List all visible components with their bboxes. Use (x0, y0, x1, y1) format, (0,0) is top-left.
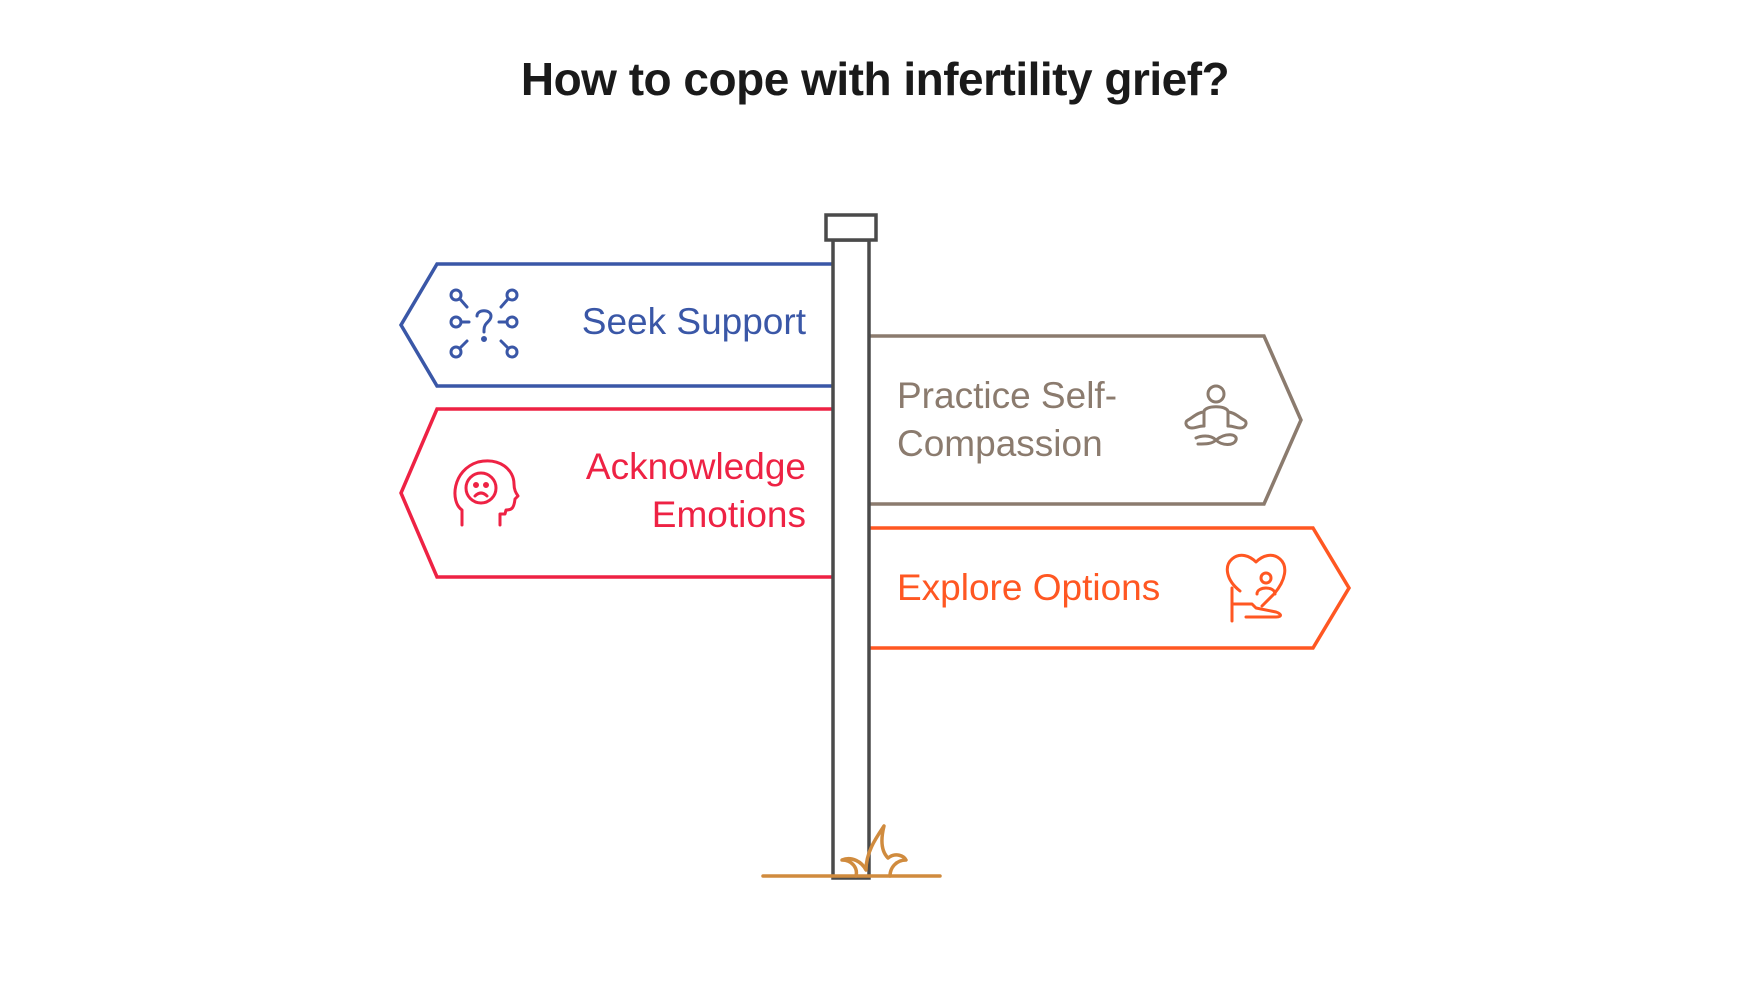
ground-grass-icon (761, 824, 942, 878)
network-question-icon (449, 288, 519, 359)
sign-practice-self-compassion (869, 334, 1303, 506)
sign-explore-options (869, 526, 1352, 650)
sad-head-icon (453, 459, 520, 527)
label-line: Acknowledge (585, 446, 806, 487)
sign-label-acknowledge-emotions: Acknowledge Emotions (540, 443, 806, 539)
label-line: Practice Self- (897, 375, 1118, 416)
sign-label-explore-options: Explore Options (897, 564, 1217, 612)
heart-hand-person-icon (1225, 553, 1287, 623)
sign-acknowledge-emotions (399, 407, 833, 579)
sign-seek-support (398, 262, 833, 388)
label-line: Explore Options (897, 567, 1161, 608)
page-title: How to cope with infertility grief? (520, 53, 1230, 105)
signpost-pole (824, 213, 878, 880)
label-line: Seek Support (581, 301, 806, 342)
label-line: Emotions (651, 494, 806, 535)
label-line: Compassion (897, 423, 1103, 464)
sign-label-practice-self-compassion: Practice Self- Compassion (897, 372, 1197, 468)
sign-label-seek-support: Seek Support (540, 298, 806, 346)
meditation-icon (1184, 384, 1248, 446)
